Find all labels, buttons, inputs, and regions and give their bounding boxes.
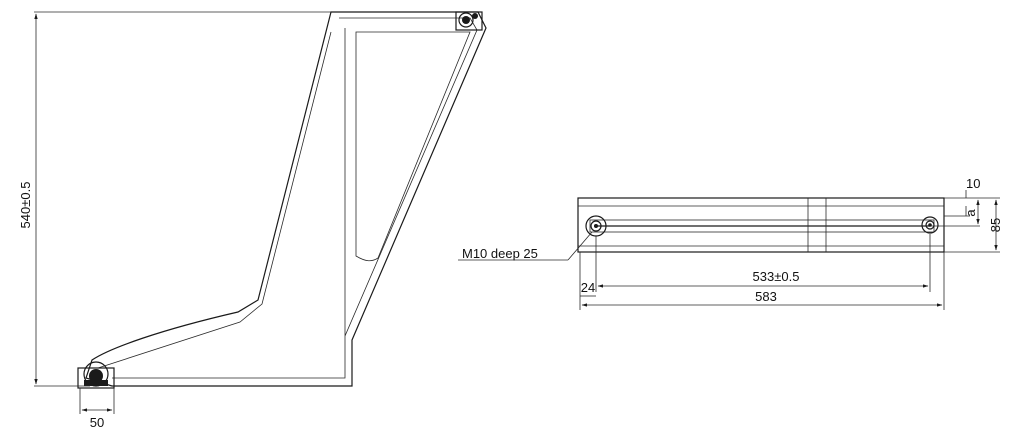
thread-callout: M10 deep 25 (458, 231, 593, 261)
hole-offset-dimension: a (963, 199, 980, 225)
right-mount-hole (921, 216, 939, 234)
edge-offset-label: 24 (581, 280, 595, 295)
hole-spacing-dimension: 533±0.5 (595, 234, 931, 292)
plate-outline (577, 197, 945, 253)
bracket-lower-rib (97, 31, 332, 369)
bracket-web-slot (355, 31, 471, 262)
bracket-outer-profile (85, 11, 487, 387)
top-roller (455, 11, 483, 31)
hole-offset-label: a (963, 209, 978, 217)
width-dimension: 85 (988, 199, 1003, 251)
overall-length-label: 583 (755, 289, 777, 304)
top-offset-label: 10 (966, 176, 980, 191)
edge-offset-dimension: 24 (580, 280, 596, 297)
overall-length-dimension: 583 (579, 252, 945, 310)
bracket-inner-flange (112, 17, 478, 379)
height-label: 540±0.5 (18, 182, 33, 229)
top-offset-dimension: 10 (965, 176, 980, 216)
thread-callout-label: M10 deep 25 (462, 246, 538, 261)
base-width-dimension: 50 (79, 388, 115, 430)
bottom-roller (77, 361, 115, 389)
base-width-label: 50 (90, 415, 104, 430)
width-label: 85 (988, 218, 1003, 232)
hole-spacing-label: 533±0.5 (753, 269, 800, 284)
top-view: M10 deep 25 533±0.5 583 24 10 (458, 176, 1003, 310)
height-dimension: 540±0.5 (18, 11, 331, 387)
side-view: 540±0.5 50 (18, 11, 487, 430)
